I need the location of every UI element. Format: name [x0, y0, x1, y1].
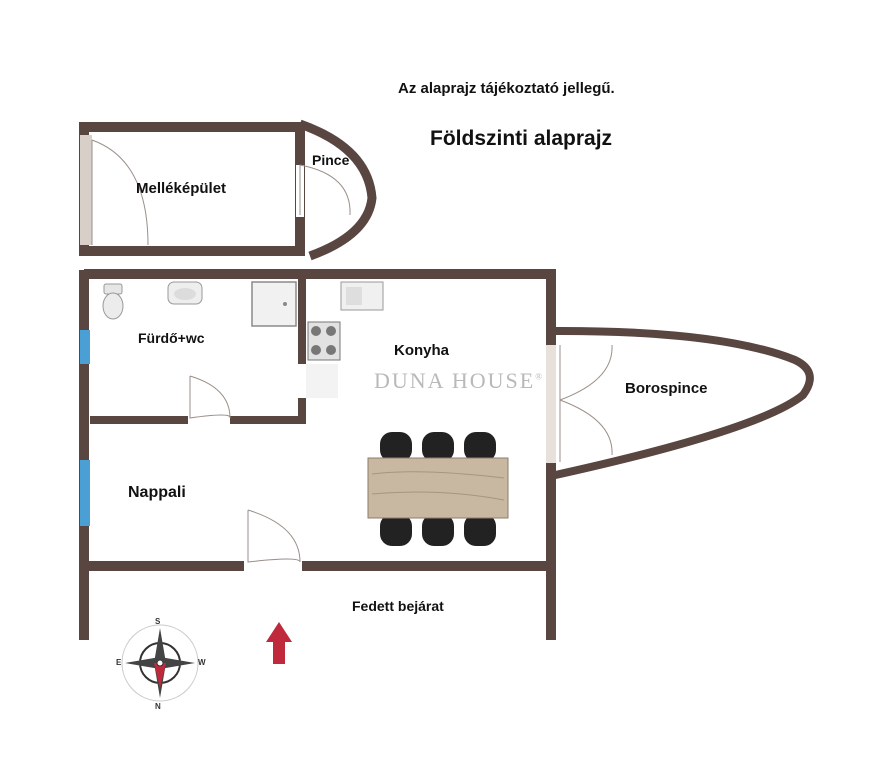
kitchen-sink-icon: [340, 281, 384, 311]
bathroom-door: [188, 375, 231, 424]
kitchen-counter: [306, 364, 338, 398]
compass-label-bottom: N: [155, 702, 161, 711]
room-label-nappali: Nappali: [128, 484, 186, 501]
room-label-pince: Pince: [312, 152, 350, 168]
compass-label-right: W: [198, 658, 206, 667]
living-room-door: [244, 509, 302, 572]
room-label-konyha: Konyha: [394, 342, 450, 359]
cellar: [296, 119, 377, 261]
disclaimer-note: Az alaprajz tájékoztató jellegű.: [398, 80, 615, 97]
windows: [80, 330, 556, 526]
shower-icon: [251, 281, 297, 327]
watermark-logo: DUNA HOUSE®: [374, 368, 545, 393]
stove-icon: [307, 321, 341, 361]
wine-cellar: [550, 326, 814, 480]
room-label-fedett-bejarat: Fedett bejárat: [352, 598, 444, 614]
compass-icon: [121, 624, 199, 702]
sink-icon: [167, 281, 203, 305]
plan-title: Földszinti alaprajz: [430, 127, 613, 150]
room-label-borospince: Borospince: [625, 380, 708, 397]
compass-label-top: S: [155, 617, 161, 626]
toilet-icon: [102, 283, 124, 320]
compass-label-left: E: [116, 658, 122, 667]
room-label-mellekepulet: Melléképület: [136, 180, 227, 197]
entrance-arrow-icon: [266, 622, 292, 664]
dining-table-icon: [367, 432, 509, 546]
room-label-furdo: Fürdő+wc: [138, 330, 205, 346]
